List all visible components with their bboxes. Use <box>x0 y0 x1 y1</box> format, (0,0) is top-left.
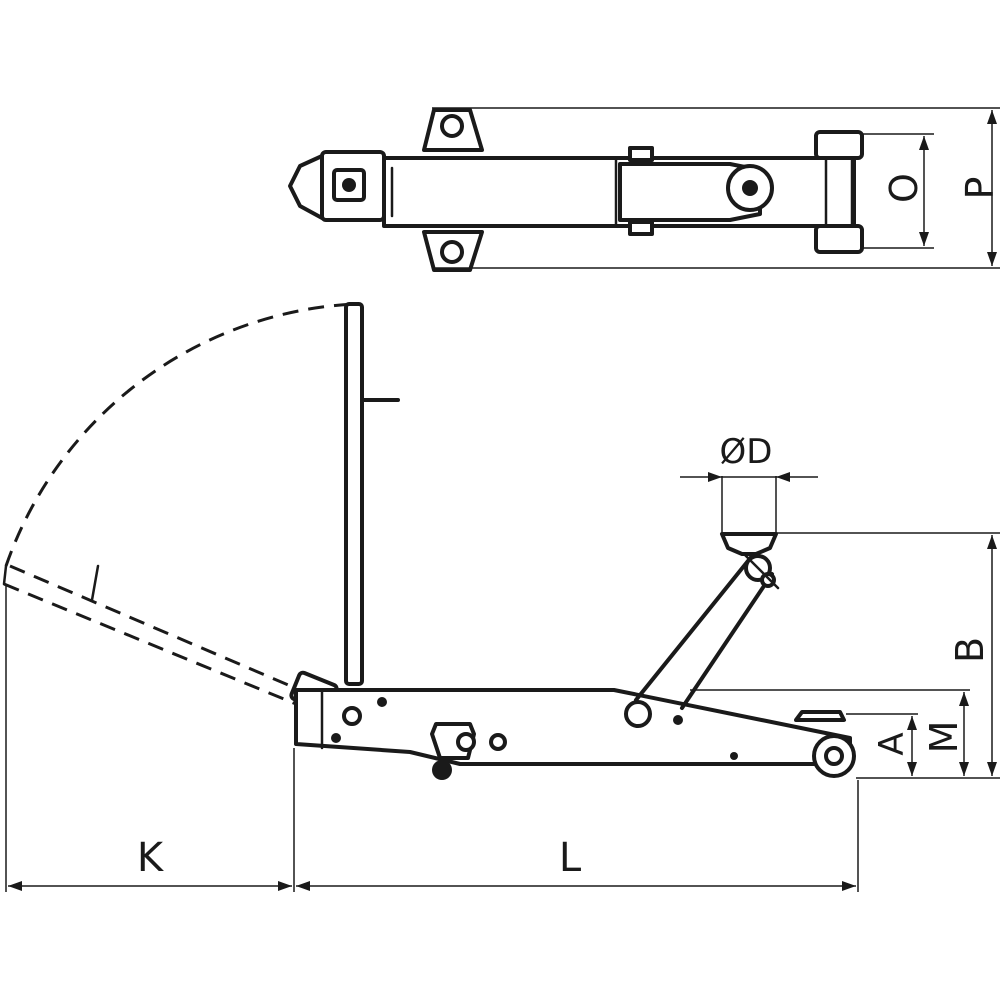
dim-d-label: ØD <box>720 432 773 472</box>
dim-o-arrow-bottom <box>919 232 929 246</box>
handle-swing-arc <box>4 302 355 567</box>
handle-lowered-end <box>2 564 8 586</box>
dim-m-arrow-top <box>959 692 969 706</box>
chassis-bolt-2 <box>377 697 387 707</box>
front-caster-wheel <box>432 760 452 780</box>
handle-lowered-grip <box>90 564 100 602</box>
top-view-cap-bottom <box>628 220 654 236</box>
dim-l-label: L <box>559 835 582 881</box>
top-view-nose <box>288 154 324 220</box>
dim-l-arrow-left <box>296 881 310 891</box>
dim-a-arrow-bottom <box>907 762 917 776</box>
rear-wheel-mount <box>794 710 846 722</box>
dim-d-arrow-left <box>708 472 722 482</box>
lift-arm-top-pin <box>760 572 776 588</box>
front-caster-pin <box>489 733 507 751</box>
dim-b-arrow-top <box>987 535 997 549</box>
dim-k-arrow-left <box>8 881 22 891</box>
lift-arm-top-link <box>740 550 780 590</box>
side-view: ØD B M A K L <box>2 302 1000 892</box>
top-view-bracket-hole-top <box>440 114 464 138</box>
lift-arm-rear <box>680 572 774 710</box>
top-view-cap-top <box>628 146 654 162</box>
top-view-rear-wheel-bottom <box>814 224 864 254</box>
dim-k-arrow-right <box>278 881 292 891</box>
dim-p-arrow-bottom <box>987 252 997 266</box>
dim-m-arrow-bottom <box>959 762 969 776</box>
front-caster-hub <box>456 732 476 752</box>
top-view-lift-arm <box>618 162 762 222</box>
handle-lowered-lower <box>3 582 297 706</box>
handle-lowered-upper <box>9 564 301 692</box>
dim-b-arrow-bottom <box>987 762 997 776</box>
dim-p-arrow-top <box>987 110 997 124</box>
dim-k-label: K <box>137 835 165 881</box>
dim-o-label: O <box>882 173 926 203</box>
dim-m-label: M <box>922 721 966 754</box>
chassis-bolt-3 <box>331 733 341 743</box>
chassis-bolt-4 <box>673 715 683 725</box>
top-view-pivot-pin <box>742 180 758 196</box>
dim-b-label: B <box>948 637 992 663</box>
lift-arm-front <box>634 554 754 702</box>
dim-o-arrow-top <box>919 136 929 150</box>
dim-l-arrow-right <box>842 881 856 891</box>
top-view-rear-wheel-top <box>814 130 864 160</box>
rear-wheel-hub <box>824 746 844 766</box>
chassis-bolt-1 <box>342 706 362 726</box>
top-view-bracket-hole-bottom <box>440 240 464 264</box>
saddle <box>720 532 778 556</box>
dim-p-label: P <box>958 177 1000 200</box>
lift-arm-pivot <box>624 700 652 728</box>
handle-upright <box>344 302 364 686</box>
dim-a-label: A <box>872 732 912 755</box>
top-view: P O <box>288 107 1000 272</box>
top-view-saddle-pin <box>342 178 356 192</box>
chassis-bolt-5 <box>730 752 738 760</box>
dim-a-arrow-top <box>907 716 917 730</box>
dim-d-arrow-right <box>776 472 790 482</box>
